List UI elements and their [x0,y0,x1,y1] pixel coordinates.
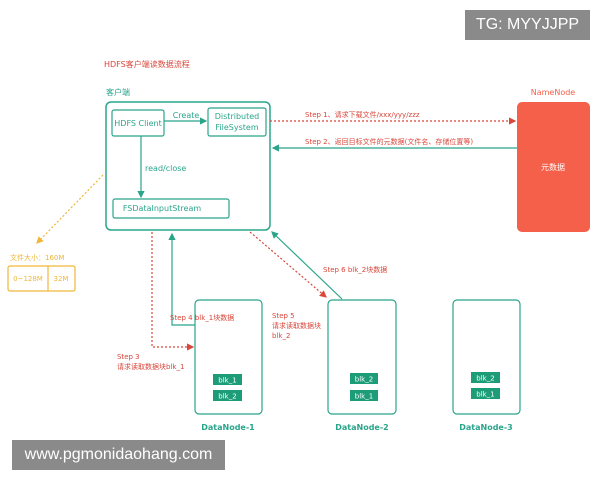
step2-label: Step 2、返回目标文件的元数据(文件名、存储位置等) [305,137,473,146]
file-size-label: 文件大小：160M [10,253,64,262]
step5-label-line2: 请求读取数据块 [272,321,321,330]
hdfs-client-label: HDFS Client [114,119,161,128]
step3-label-line2: 请求读取数据块blk_1 [117,362,184,371]
client-box [105,101,271,231]
datanode-2-label: DataNode-2 [335,423,389,432]
datanode-1-label: DataNode-1 [201,423,255,432]
datanode-1: blk_1 blk_2 DataNode-1 [194,299,263,432]
step5-arrow [249,231,327,298]
file-box [7,265,76,292]
block-chip [350,373,378,384]
read-close-label: read/close [145,164,186,173]
datanode-3-label: DataNode-3 [459,423,513,432]
datanode-3: blk_2 blk_1 DataNode-3 [452,299,521,432]
block-label: blk_2 [476,375,494,383]
step5-label-line1: Step 5 [272,312,295,320]
hdfs-client-box [111,109,165,137]
block-chip [213,390,242,401]
block-label: blk_2 [218,393,236,401]
distributed-filesystem-box [207,107,267,137]
block-label: blk_1 [355,393,373,401]
datanode-1-box [194,299,263,415]
tg-watermark: TG: MYYJJPP [465,10,590,40]
step3-label-line1: Step 3 [117,353,140,361]
block-chip [213,374,242,385]
block-chip [471,388,500,399]
namenode-box [517,102,590,232]
dfs-label-line2: FileSystem [215,123,258,132]
url-watermark: www.pgmonidaohang.com [12,440,225,470]
step4-label: Step 4 blk_1块数据 [170,313,234,322]
step1-label: Step 1、请求下载文件/xxx/yyy/zzz [305,110,420,119]
block-label: blk_1 [218,377,236,385]
diagram-title: HDFS客户端读数据流程 [104,59,190,69]
step4-arrow [168,232,195,326]
file-split-arrow [36,174,104,244]
dfs-label-line1: Distributed [215,112,259,121]
fsdatainputstream-box [112,198,230,219]
create-label: Create [173,111,200,120]
step6-label: Step 6 blk_2块数据 [323,265,387,274]
block-label: blk_2 [355,376,373,384]
step5-label-line3: blk_2 [272,332,290,340]
block-label: blk_1 [476,391,494,399]
file-part-1: 0~128M [13,275,43,283]
fsdatainputstream-label: FSDataInputStream [123,204,202,213]
block-chip [471,372,500,383]
file-part-2: 32M [54,275,69,283]
block-chip [350,390,378,401]
datanode-2: blk_2 blk_1 DataNode-2 [327,299,397,432]
namenode-label: NameNode [531,88,576,97]
step6-arrow [271,231,343,300]
metadata-label: 元数据 [541,162,565,172]
datanode-2-box [327,299,397,415]
datanode-3-box [452,299,521,415]
client-label: 客户端 [106,87,130,97]
